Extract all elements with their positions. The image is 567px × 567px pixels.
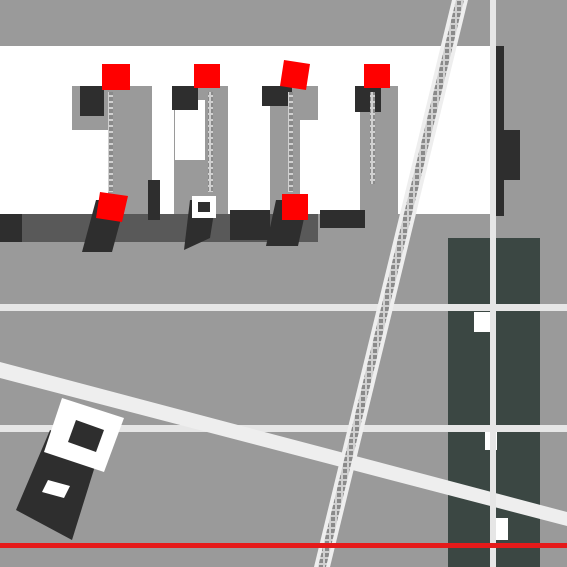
red-square-icon[interactable] [194, 64, 220, 88]
horizontal-roads [0, 304, 567, 432]
red-square-icon[interactable] [280, 60, 310, 90]
red-status-bar [0, 543, 567, 548]
red-square-icon[interactable] [96, 192, 128, 222]
lower-left-building [16, 398, 124, 540]
hollow-marker [192, 196, 216, 218]
red-square-icon[interactable] [282, 194, 308, 220]
ladder-rails [108, 92, 375, 192]
diagonal-road [0, 362, 567, 526]
vertical-road [490, 0, 496, 567]
red-square-icon[interactable] [364, 64, 390, 88]
red-markers [96, 60, 390, 222]
rail-track [314, 0, 468, 567]
red-square-icon[interactable] [102, 64, 130, 90]
